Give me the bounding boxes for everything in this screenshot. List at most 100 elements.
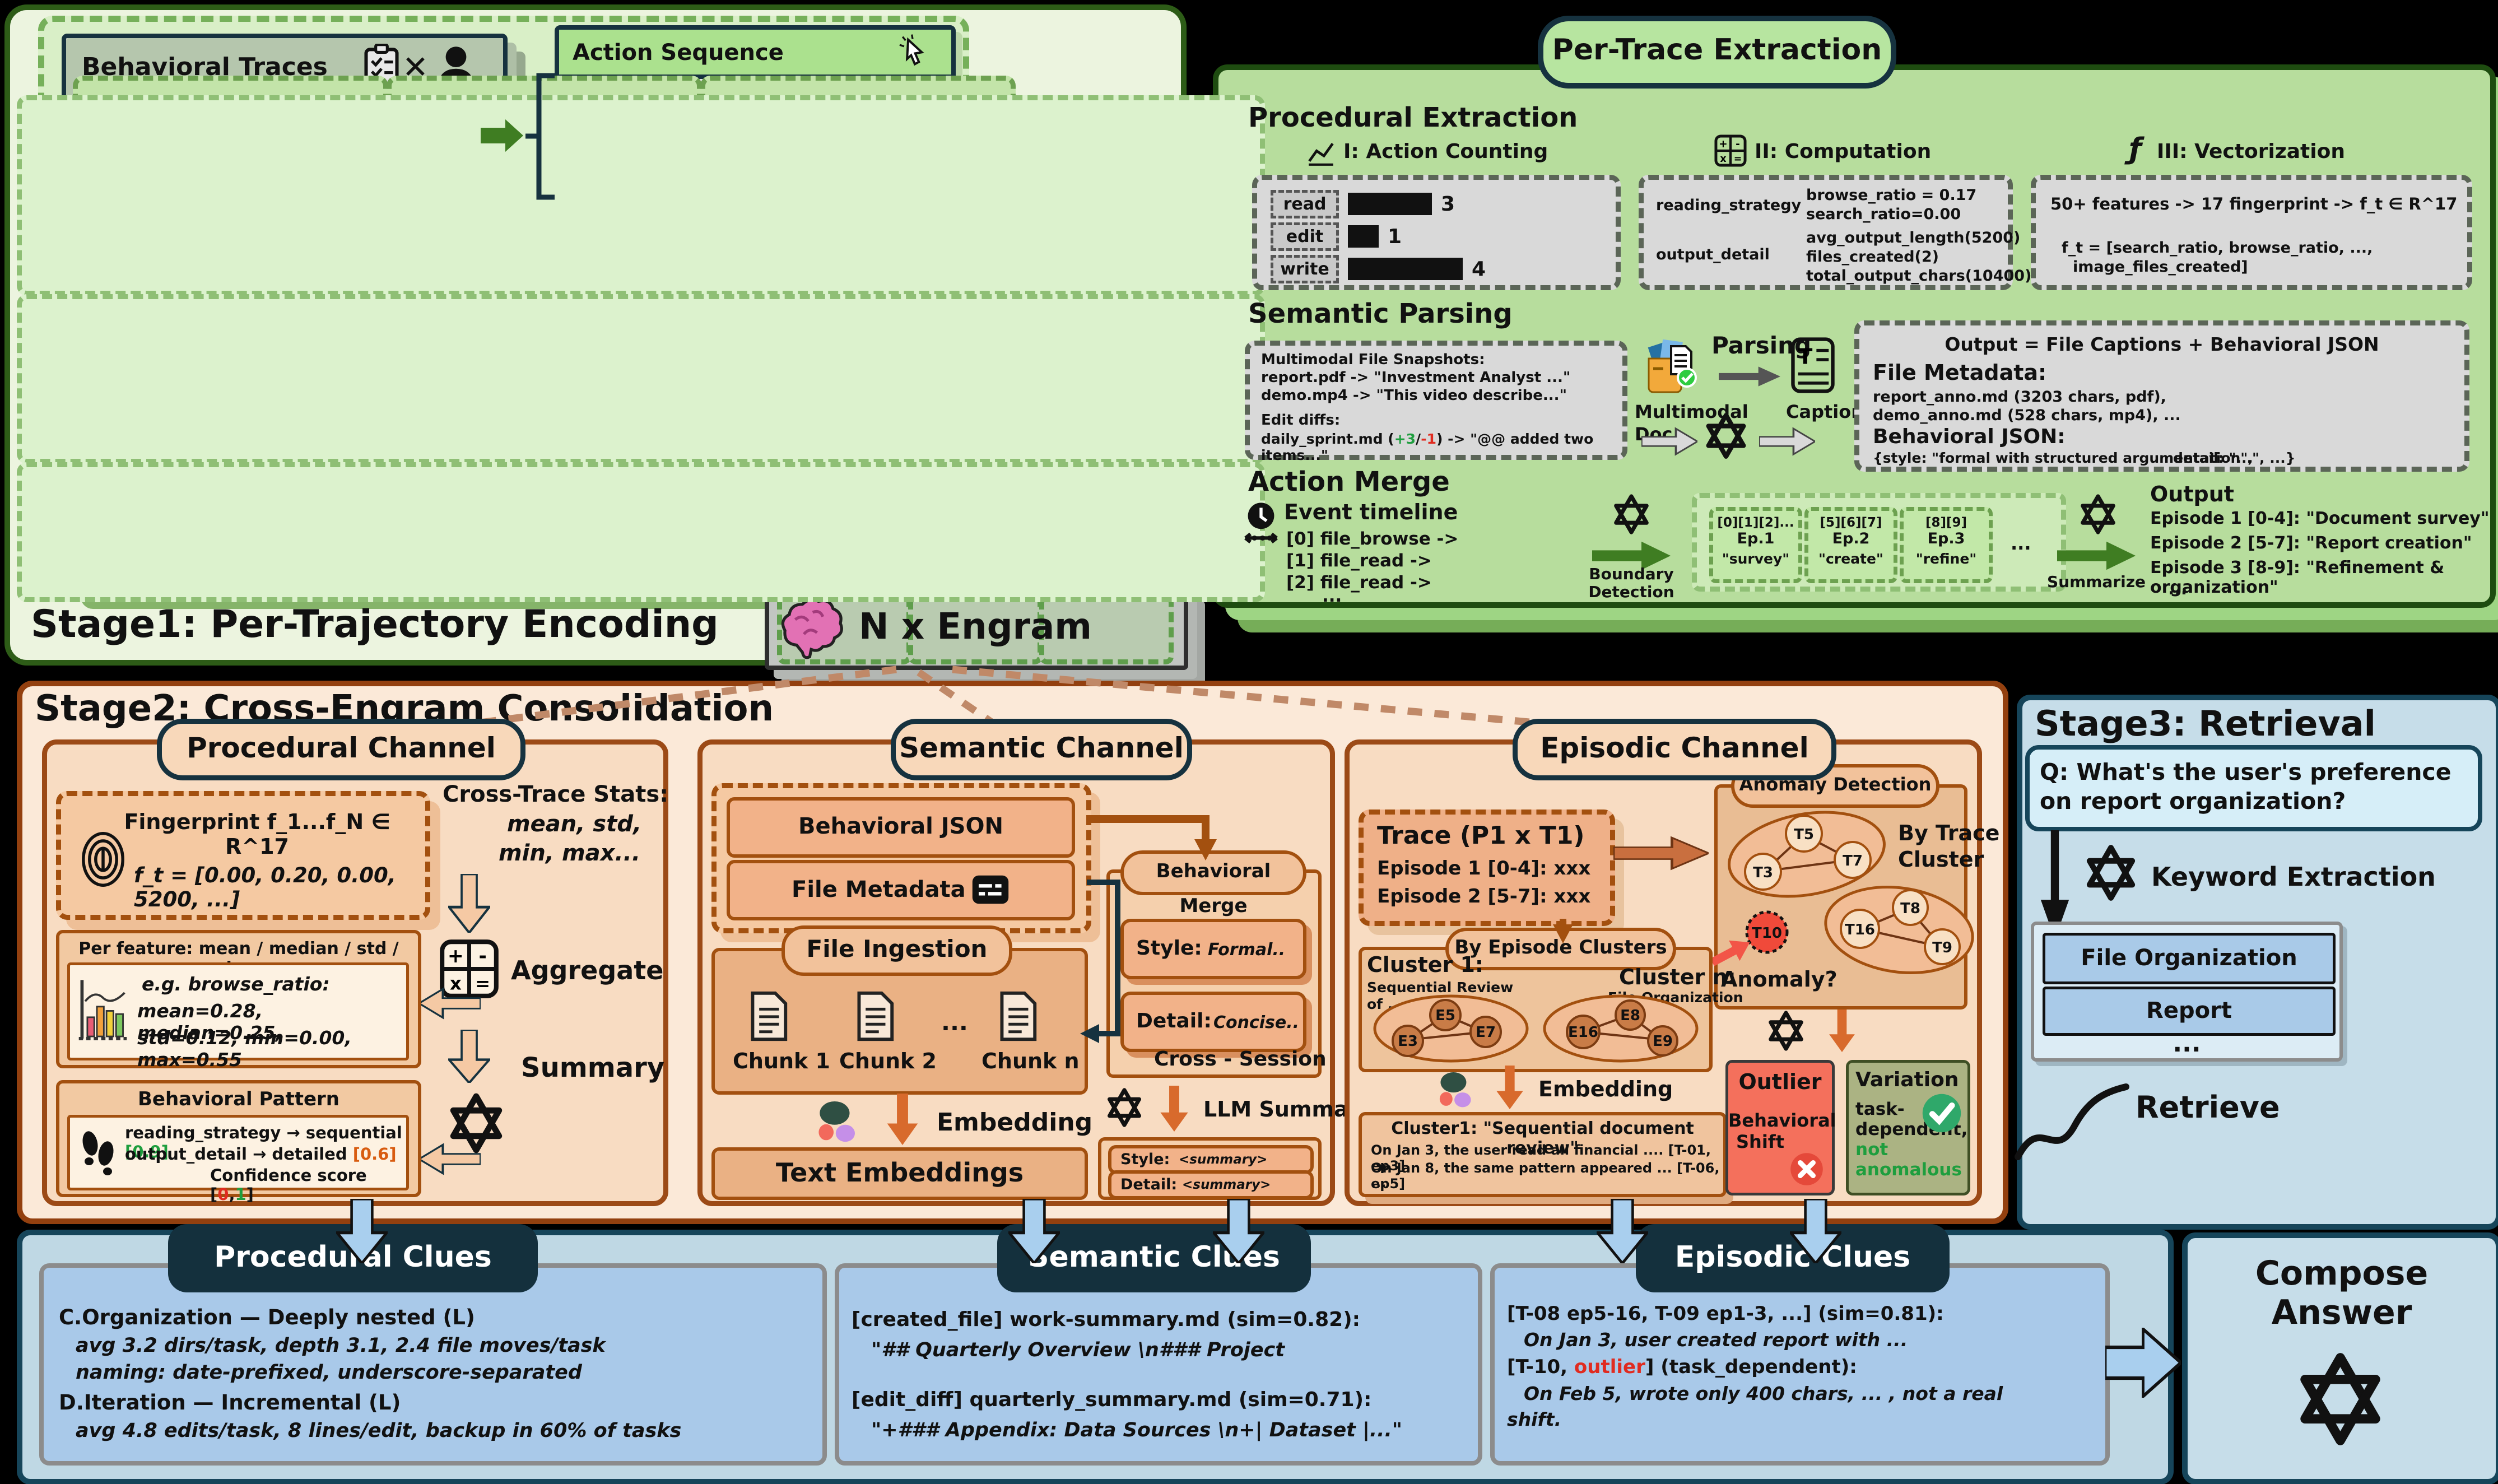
merge-output-line: Episode 1 [0-4]: "Document survey" [2150, 509, 2490, 528]
keywords-ellipsis: ... [2173, 1029, 2201, 1058]
footprints-icon [76, 1124, 120, 1183]
outlier-title: Outlier [1738, 1069, 1822, 1094]
trace-box-line: Episode 2 [5-7]: xxx [1377, 885, 1591, 908]
chunk-doc-icon [852, 987, 899, 1048]
episode-tag: "refine" [1915, 551, 1977, 567]
chunk-label: Chunk n [981, 1049, 1080, 1073]
trace-node: T5 [1794, 826, 1814, 843]
merge-output-title: Output [2150, 482, 2234, 506]
style-card: Style:Formal.. [1120, 919, 1306, 979]
computation-value: avg_output_length(5200) [1806, 229, 2021, 246]
cursor-icon [895, 33, 932, 72]
computation-box: reading_strategy browse_ratio = 0.17 sea… [1639, 175, 2031, 290]
embedding-icon [812, 1097, 866, 1150]
svg-text:+: + [1719, 138, 1728, 150]
check-circle-icon [1920, 1092, 1963, 1137]
openai-icon [2080, 841, 2142, 906]
cross-session-label: Cross - Session [1154, 1048, 1327, 1071]
episode-tag: "survey" [1722, 551, 1790, 567]
cross-trace-stats: min, max... [499, 840, 641, 866]
output-json-line: {style: "formal with structured argument… [1873, 450, 2253, 466]
vectorization-line: image_files_created] [2073, 258, 2248, 276]
clue-line: "+### Appendix: Data Sources \n+| Datase… [871, 1419, 1403, 1441]
semantic-clues-box [835, 1263, 1482, 1466]
cluster1-title: Cluster 1: [1367, 952, 1484, 977]
clue-line: "## Quarterly Overview \n### Project [871, 1339, 1285, 1361]
openai-icon [1700, 410, 1752, 464]
boundary-detection-label: Detection [1588, 583, 1674, 601]
question-box: Q: What's the user's preference on repor… [2025, 745, 2482, 831]
aggregate-label: Aggregate [511, 955, 664, 985]
arrow-down-blue [334, 1197, 390, 1266]
trace-cluster-b: T16 T8 T9 [1821, 874, 1983, 988]
episode-cluster-1: E5 E7 E3 [1370, 993, 1532, 1067]
episode-node: E8 [1620, 1007, 1640, 1024]
output-meta-line: report_anno.md (3203 chars, pdf), [1873, 388, 2166, 406]
pattern-score: [0.6] [352, 1145, 397, 1164]
text-embeddings-box: Text Embeddings [711, 1147, 1088, 1200]
episode-name: Ep.3 [1927, 530, 1965, 547]
behavioral-json-bar: Behavioral JSON [727, 797, 1075, 858]
by-trace-label: Cluster [1898, 847, 1984, 872]
clue-line: [created_file] work-summary.md (sim=0.82… [852, 1308, 1361, 1331]
clue-line-outlier: [T-10, outlier] (task_dependent): [1507, 1356, 1857, 1378]
action-counting-title: I: Action Counting [1343, 140, 1548, 163]
keywords-box: File Organization Report ... [2031, 922, 2343, 1062]
edit-pre: daily_sprint.md ( [1261, 431, 1394, 447]
line-chart-icon [1305, 138, 1337, 169]
merge-output-line: Episode 3 [8-9]: "Refinement & organizat… [2150, 558, 2445, 597]
arrow-right-green [1592, 539, 1671, 575]
vectorization-title: III: Vectorization [2157, 140, 2345, 163]
vectorization-box: 50+ features -> 17 fingerprint -> f_t ∈ … [2031, 175, 2472, 290]
episode-cluster-n: E16 E8 E9 [1539, 993, 1702, 1067]
episode-box: [5][6][7] Ep.2 "create" [1804, 507, 1897, 583]
trace-node: T16 [1845, 922, 1875, 938]
episode-node: E5 [1435, 1007, 1455, 1024]
detail-summary-card: Detail:<summary> [1108, 1170, 1314, 1199]
action-sequence-header: Action Sequence [559, 30, 951, 79]
conf-zero: 0 [217, 1185, 229, 1204]
arrow-right-gray [1758, 427, 1817, 458]
clue-line: On Feb 5, wrote only 400 chars, ... , no… [1524, 1383, 2003, 1404]
procedural-channel-bubble: Procedural Channel [157, 719, 525, 780]
style-value: Formal.. [1208, 940, 1286, 960]
computation-value: browse_ratio = 0.17 [1806, 187, 1977, 204]
detail-key: Detail: [1120, 1176, 1178, 1193]
style-key: Style: [1120, 1151, 1170, 1168]
behavioral-merge-bubble: Behavioral Merge [1120, 850, 1306, 917]
svg-text:+: + [448, 945, 464, 967]
fingerprint-box-vector: f_t = [0.00, 0.20, 0.00, 5200, ...] [134, 863, 396, 911]
chunks-ellipsis: ... [941, 1008, 968, 1036]
anomaly-question: Anomaly? [1721, 967, 1838, 992]
openai-icon [1103, 1086, 1146, 1132]
episode-node: E7 [1476, 1024, 1496, 1041]
variation-title: Variation [1855, 1068, 1959, 1091]
compose-label: Answer [2271, 1293, 2412, 1332]
clue-line: On Jan 3, user created report with ... [1524, 1329, 1908, 1351]
procedural-clues-box [39, 1263, 827, 1466]
event-clock-icon [1243, 500, 1280, 552]
conf-comma: , [229, 1185, 235, 1204]
action-merge-title: Action Merge [1248, 466, 1450, 497]
edit-post: ) -> "@@ added two items..." [1261, 431, 1594, 463]
event-timeline-title: Event timeline [1284, 500, 1458, 524]
edit-plus: +3 [1394, 431, 1416, 447]
semantic-parsing-title: Semantic Parsing [1248, 298, 1513, 329]
chunk-label: Chunk 2 [839, 1049, 937, 1073]
arrow-right-blue [2104, 1325, 2184, 1400]
behavioral-pattern-box: Behavioral Pattern reading_strategy → se… [56, 1080, 421, 1204]
multimodal-doc-icon [1644, 336, 1700, 400]
behavioral-pattern-title: Behavioral Pattern [138, 1088, 339, 1110]
trace-cluster-a: T5 T7 T3 [1723, 801, 1896, 910]
procedural-extraction-section [17, 95, 1265, 296]
outlier-node-t10: T10 [1741, 906, 1793, 960]
episode-ids: [8][9] [1925, 515, 1967, 530]
detail-card: Detail:Concise.. [1120, 992, 1306, 1052]
openai-icon [1764, 1008, 1808, 1055]
arrow-right-green [2057, 539, 2136, 575]
edit-slash: / [1416, 431, 1421, 447]
output-heading: Output = File Captions + Behavioral JSON [1945, 333, 2379, 355]
arrow-down-orange [1495, 1066, 1525, 1111]
by-trace-label: By Trace [1898, 821, 2000, 845]
episode-ids: [5][6][7] [1820, 515, 1882, 530]
